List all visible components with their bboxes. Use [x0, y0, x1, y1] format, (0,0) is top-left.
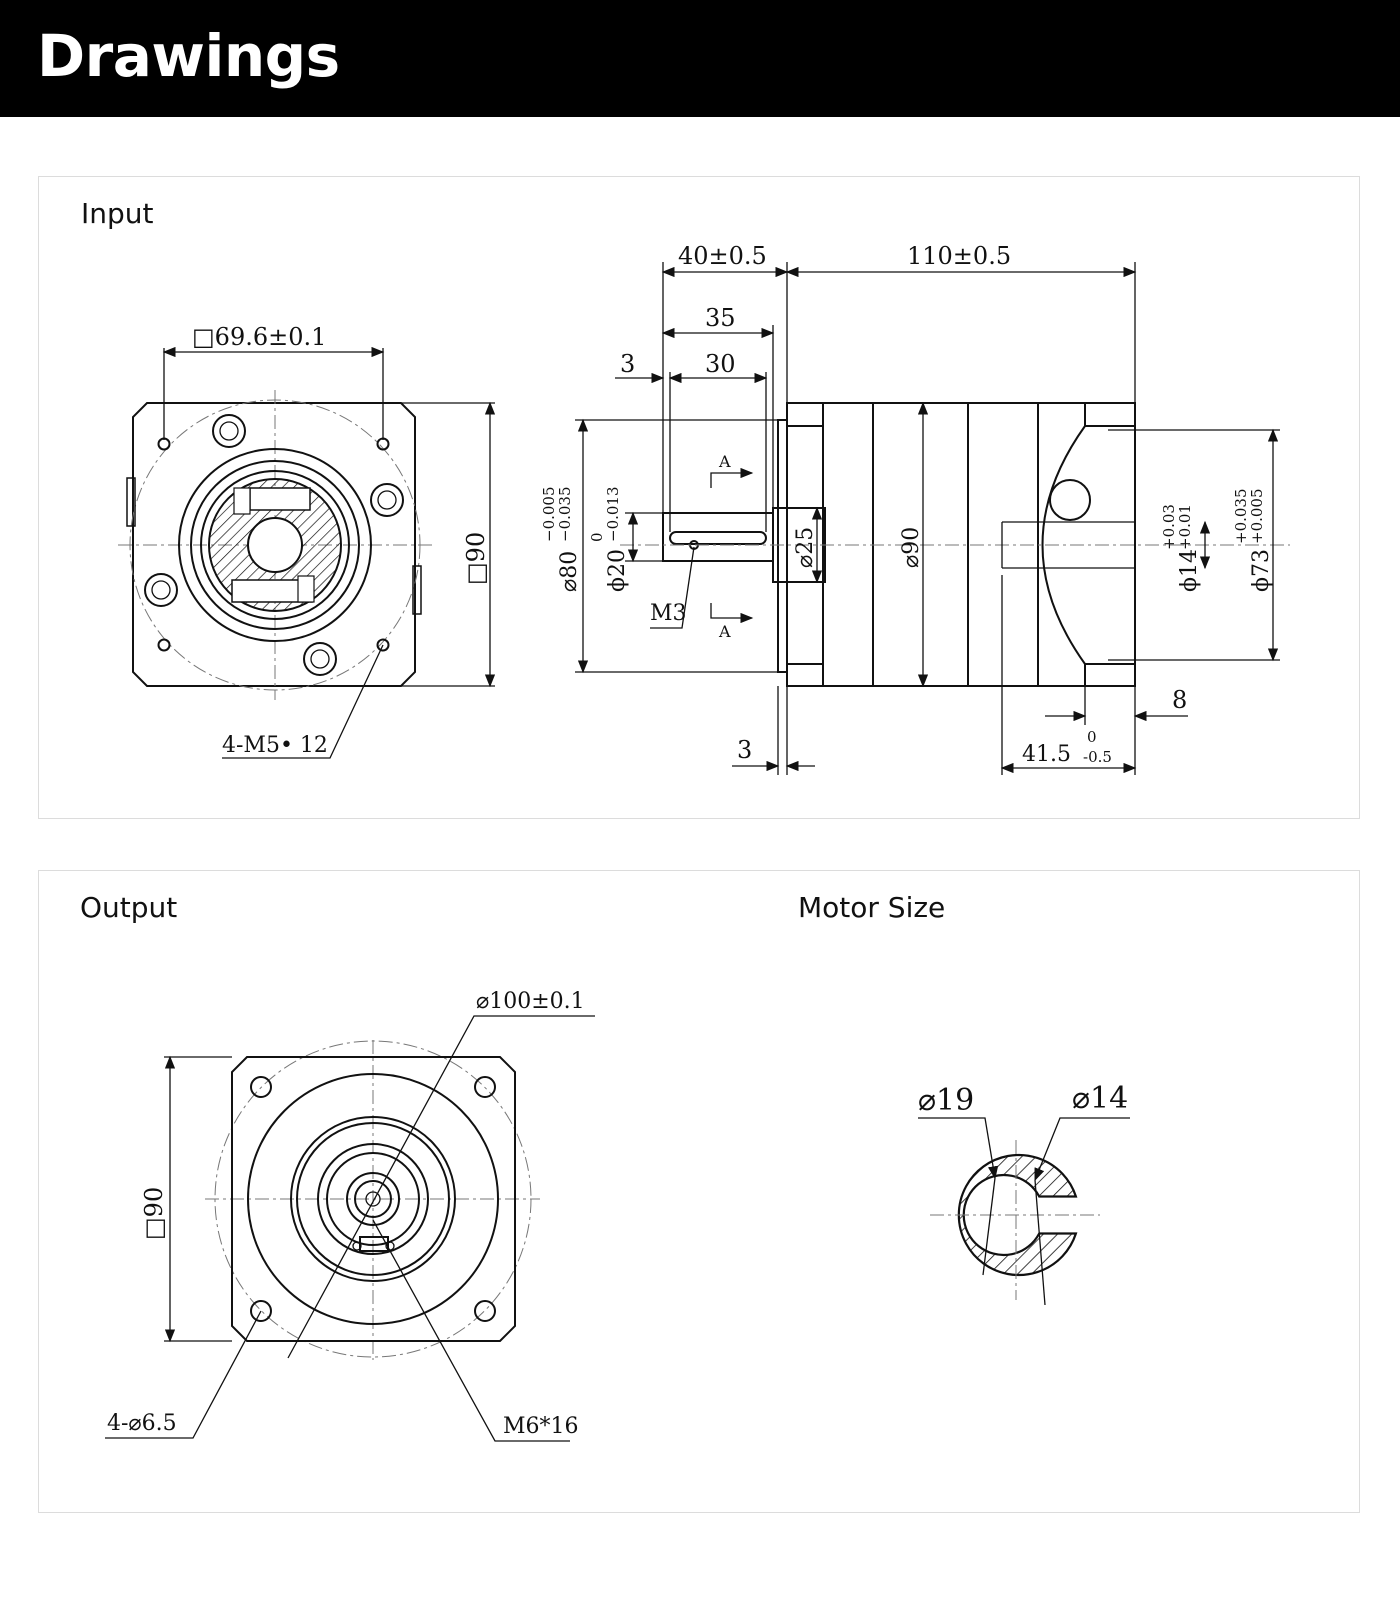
input-front-view: □69.6±0.1 □90 4-M5• 12: [118, 323, 496, 759]
page-title: Drawings: [37, 22, 340, 90]
dim-dia-25: ⌀25: [793, 527, 818, 568]
dim-dia-14-tol-lower: +0.01: [1176, 504, 1194, 550]
out-dim-thread: M6*16: [503, 1414, 579, 1439]
motor-dim-dia-19: ⌀19: [918, 1083, 974, 1118]
dim-dia-20-tol-upper: 0: [588, 532, 606, 542]
dim-side-90: □90: [462, 532, 490, 585]
section-a-top: A: [718, 452, 731, 471]
dim-dia-80-tol-lower: −0.035: [556, 486, 574, 542]
out-dim-holes: 4-⌀6.5: [107, 1411, 177, 1436]
page-header: Drawings: [0, 0, 1400, 117]
output-panel: Output Motor Size: [38, 870, 1360, 1513]
dim-dia-80-tol-upper: −0.005: [540, 486, 558, 542]
dim-square-bolt: □69.6±0.1: [192, 323, 326, 351]
dim-dia-20-tol-lower: −0.013: [604, 486, 622, 542]
dim-m3: M3: [650, 601, 687, 626]
out-dim-side-90: □90: [140, 1187, 168, 1240]
dim-len-41-tol-upper: 0: [1087, 728, 1097, 746]
dim-len-41: 41.5: [1022, 742, 1071, 767]
output-front-view: □90 ⌀100±0.1 4-⌀6.5 M6*16: [105, 989, 595, 1442]
motor-panel-title: Motor Size: [798, 891, 946, 924]
dim-len-3-top: 3: [620, 350, 635, 378]
input-side-view: A A 40±0.5 110±0.5 35 3 30 ⌀80 −0.005 −0…: [540, 242, 1290, 775]
dim-holes: 4-M5• 12: [222, 733, 328, 758]
out-dim-dia-100: ⌀100±0.1: [476, 989, 585, 1014]
dim-dia-14-tol-upper: +0.03: [1160, 504, 1178, 550]
dim-dia-73: ϕ73: [1249, 549, 1274, 592]
input-panel-title: Input: [81, 197, 154, 230]
dim-dia-90: ⌀90: [899, 527, 924, 568]
dim-dia-73-tol-upper: +0.035: [1232, 488, 1250, 544]
dim-dia-80: ⌀80: [557, 551, 582, 592]
motor-dim-dia-14: ⌀14: [1072, 1081, 1128, 1116]
section-a-bottom: A: [718, 622, 731, 641]
dim-len-3-bottom: 3: [737, 736, 752, 764]
motor-shaft-section: ⌀19 ⌀14: [918, 1081, 1130, 1306]
dim-dia-73-tol-lower: +0.005: [1248, 488, 1266, 544]
dim-dia-14: ϕ14: [1177, 549, 1202, 592]
dim-dia-20: ϕ20: [605, 549, 630, 592]
dim-len-41-tol-lower: -0.5: [1083, 748, 1112, 766]
dim-len-30: 30: [705, 350, 736, 378]
output-panel-title: Output: [80, 891, 178, 924]
dim-len-8: 8: [1172, 686, 1187, 714]
dim-len-40: 40±0.5: [678, 242, 767, 270]
dim-len-110: 110±0.5: [907, 242, 1011, 270]
dim-len-35: 35: [705, 304, 736, 332]
